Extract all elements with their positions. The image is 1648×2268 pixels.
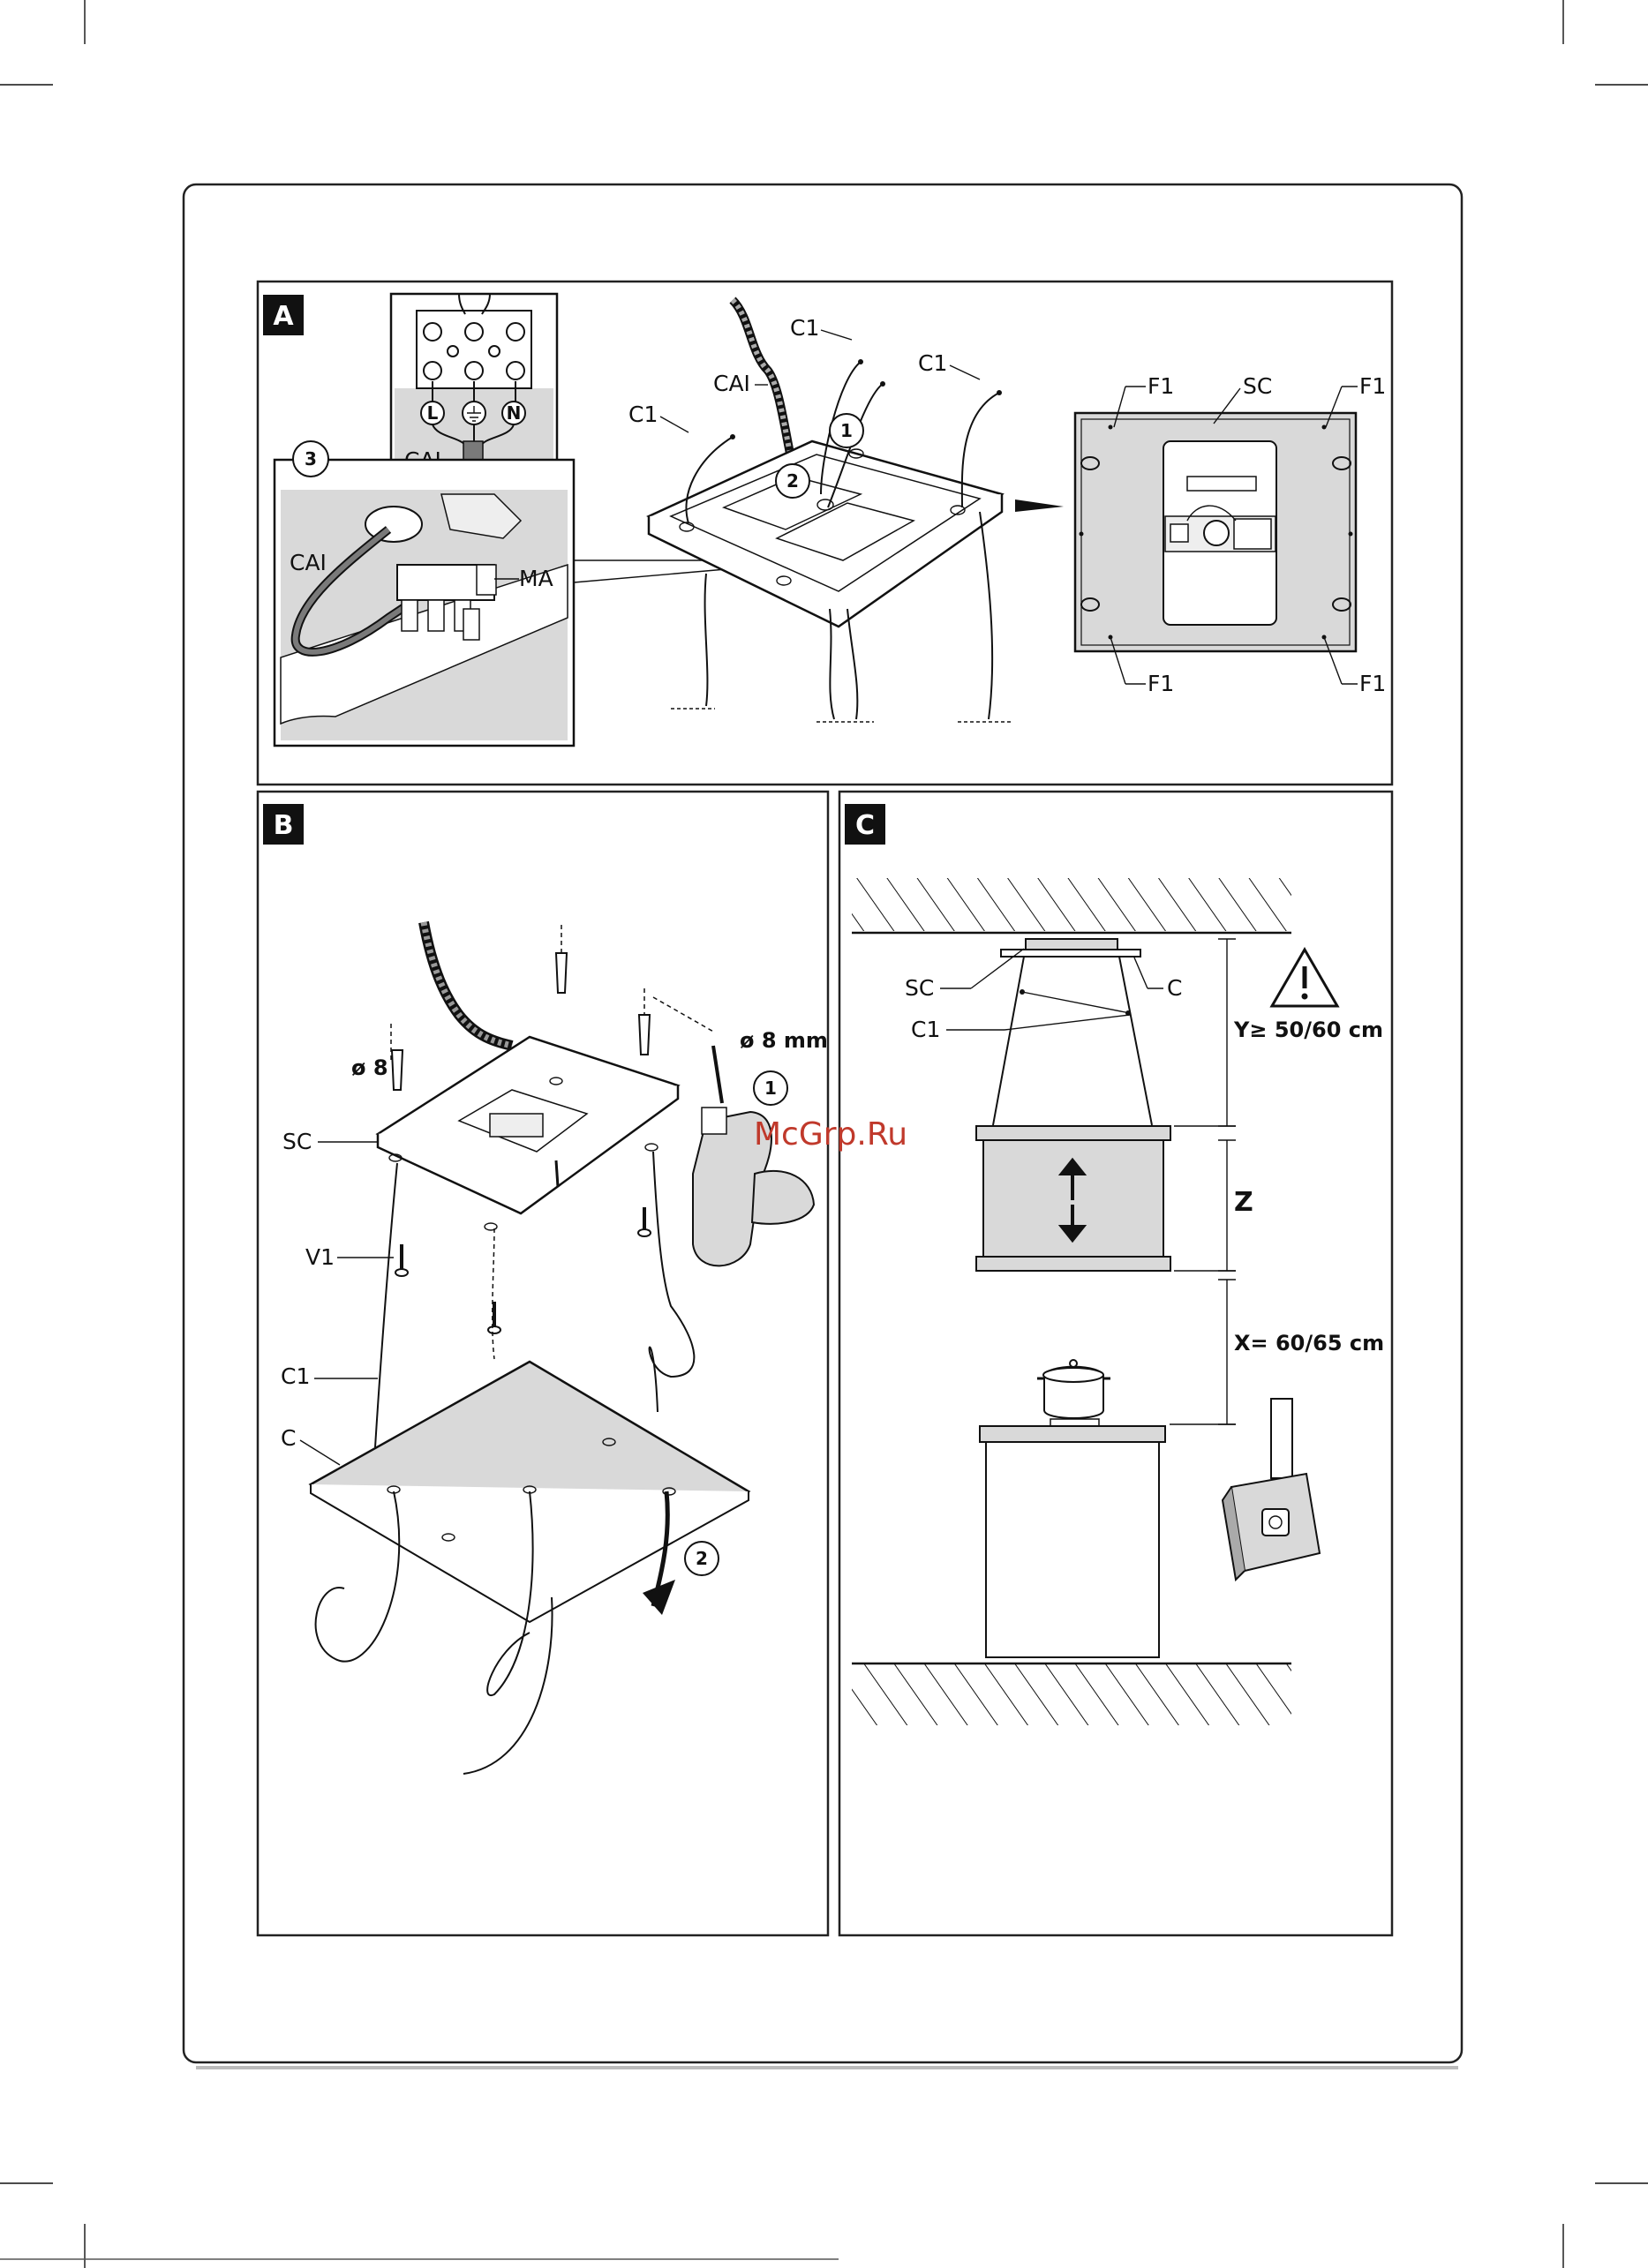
- cooker-with-pot: [980, 1360, 1165, 1657]
- tape-measure-icon: [1223, 1399, 1320, 1580]
- panel-c-badge: C: [855, 810, 875, 841]
- watermark-text: McGrp.Ru: [754, 1116, 907, 1153]
- top-f1-bl-label: F1: [1148, 671, 1174, 696]
- dimension-y-label: Y≥ 50/60 cm: [1233, 1018, 1383, 1042]
- plate-c1-left-label: C1: [628, 402, 658, 427]
- panel-b-badge: B: [274, 810, 294, 841]
- terminal-l-label: L: [427, 402, 439, 424]
- top-f1-br-label: F1: [1359, 671, 1386, 696]
- plate-c1-mid-label: C1: [790, 315, 819, 341]
- detail-cai-label: CAI: [290, 550, 327, 575]
- top-sc-label: SC: [1243, 373, 1272, 399]
- top-f1-tr-label: F1: [1359, 373, 1386, 399]
- drill-step-1-label: 1: [764, 1078, 777, 1099]
- screws-v1: [395, 1207, 651, 1333]
- ceiling-plate-with-cables: 1 2 C1 CAI C1 C1: [628, 300, 1011, 722]
- plate-c1-right-label: C1: [918, 350, 947, 376]
- step-3-label: 3: [305, 448, 317, 469]
- c-c-label: C: [1167, 975, 1182, 1001]
- dimension-z-label: Z: [1234, 1187, 1253, 1218]
- detail-ma-label: MA: [519, 566, 553, 591]
- panel-b: B ø 8 ø 8 mm 1: [258, 792, 828, 1935]
- plate-cai-label: CAI: [713, 371, 750, 396]
- panel-c: C SC C C1: [839, 792, 1392, 1935]
- detail-inset-3: 3 CAI MA: [275, 441, 574, 746]
- diameter-8-label: ø 8: [351, 1055, 388, 1080]
- b-c-label: C: [281, 1425, 296, 1451]
- panel-a: A L N CAI: [258, 282, 1392, 785]
- arrow-right-icon: [1015, 499, 1064, 512]
- b-sc-label: SC: [282, 1129, 312, 1154]
- hood-assembly: [976, 939, 1170, 1271]
- b-v1-label: V1: [305, 1244, 335, 1270]
- floor-hatch: [852, 1663, 1291, 1725]
- ceiling-support-sc: [378, 1037, 678, 1230]
- c-c1-label: C1: [911, 1017, 940, 1042]
- diameter-8mm-label: ø 8 mm: [740, 1028, 828, 1053]
- terminal-n-label: N: [507, 402, 522, 424]
- top-f1-tl-label: F1: [1148, 373, 1174, 399]
- dimension-x-label: X= 60/65 cm: [1234, 1331, 1384, 1356]
- panel-a-badge: A: [273, 301, 294, 332]
- panel-b-frame: [258, 792, 828, 1935]
- plate-step-2-label: 2: [786, 470, 799, 492]
- canopy-step-2-label: 2: [696, 1548, 708, 1569]
- ceiling-hatch: [852, 878, 1291, 931]
- plate-step-1-label: 1: [840, 420, 853, 441]
- plate-top-view: F1 SC F1 F1 F1: [1075, 373, 1386, 696]
- dimension-lines: [1170, 939, 1236, 1424]
- warning-triangle-icon: [1272, 950, 1337, 1006]
- c-sc-label: SC: [905, 975, 934, 1001]
- b-c1-label: C1: [281, 1363, 310, 1389]
